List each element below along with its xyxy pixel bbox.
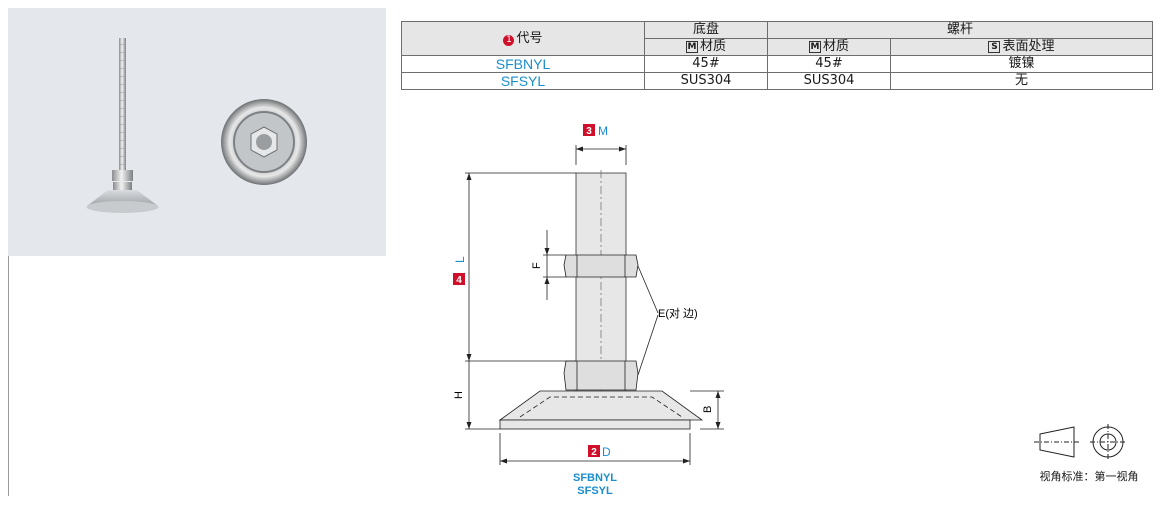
product-photo <box>86 38 307 213</box>
threaded-rod <box>119 38 126 173</box>
dim-m-label: 3 M <box>583 124 608 138</box>
bolt-header: 螺杆 <box>767 21 1153 39</box>
svg-text:4: 4 <box>456 275 462 286</box>
hex-nut <box>112 170 133 181</box>
svg-text:3: 3 <box>586 126 592 137</box>
dim-l-label: 4 L <box>453 256 467 286</box>
dim-d-label: 2 D <box>588 445 611 459</box>
dim-b-label: B <box>702 406 714 413</box>
dim-e-label: E(对 边) <box>658 306 698 320</box>
dim-h-label: H <box>453 391 465 399</box>
table-row: SFSYL SUS304 SUS304 无 <box>401 72 1153 90</box>
row-code: SFSYL <box>401 72 645 90</box>
product-photo-panel <box>8 8 386 256</box>
dim-f-label: F <box>531 262 543 269</box>
row-code: SFBNYL <box>401 55 645 73</box>
svg-text:L: L <box>453 256 467 263</box>
projection-symbol-icon <box>1034 424 1126 460</box>
svg-text:M: M <box>598 124 608 138</box>
caption-sfsyl: SFSYL <box>577 485 613 497</box>
svg-text:2: 2 <box>591 447 597 458</box>
caption-sfbnyl: SFBNYL <box>573 472 617 484</box>
svg-text:D: D <box>602 445 611 459</box>
frame-line <box>8 256 9 496</box>
view-standard-note: 视角标准：第一视角 <box>1039 470 1139 483</box>
base-header: 底盘 <box>644 21 768 39</box>
badge-code: 1 <box>503 34 515 46</box>
table-row: SFBNYL 45# 45# 镀镍 <box>401 55 1153 73</box>
technical-drawing: 3 M 4 L 2 D F H B E(对 边) <box>453 124 724 465</box>
